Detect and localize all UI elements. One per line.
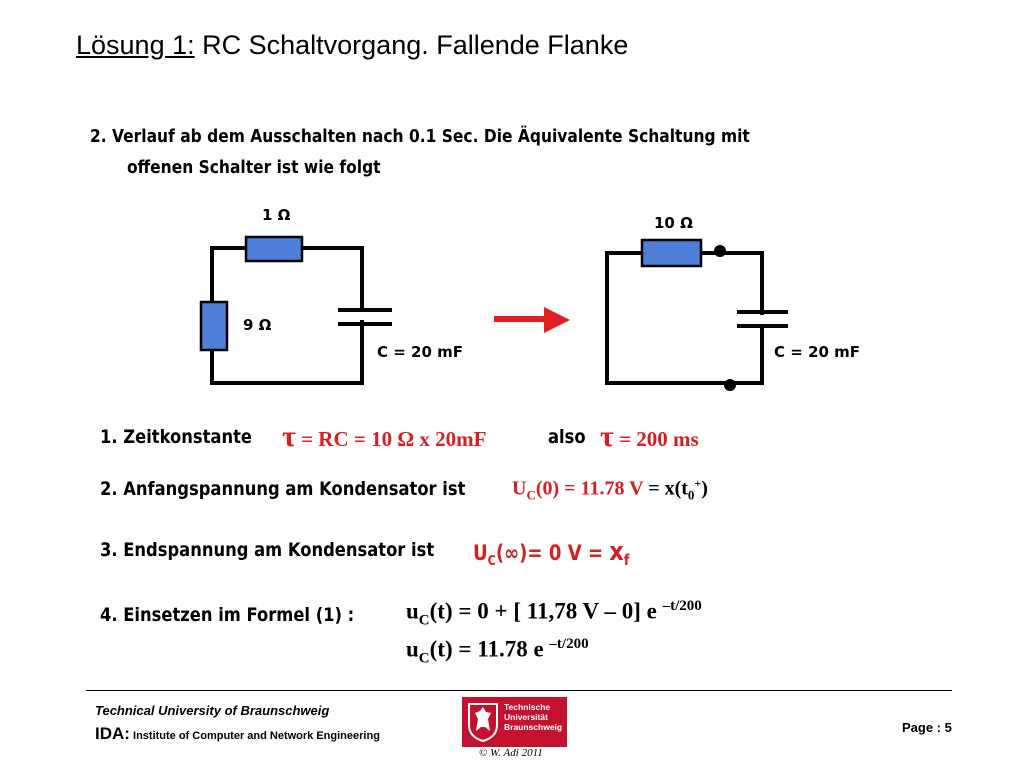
u-subscript: C [418,650,430,667]
initial-voltage: (0) = 11.78 V [535,477,644,500]
wire [210,320,364,385]
logo-line: Technische [504,702,551,712]
tau-symbol: τ [600,420,614,453]
u-symbol: U [512,477,527,500]
page-title: Lösung 1: RC Schaltvorgang. Fallende Fla… [76,30,628,61]
footer-institute: IDA: Institute of Computer and Network E… [95,724,380,744]
item-3-equation: UC(∞)= 0 V = xf [473,537,629,569]
item-4-label: 4. Einsetzen im Formel (1) : [100,604,355,626]
logo-text: Technische Universität Braunschweig [504,702,562,732]
switch-terminal [714,245,726,257]
item-1-also: also [548,426,586,448]
u-symbol: u [406,636,419,662]
exponent: –t/200 [549,636,589,652]
label-r2: 9 Ω [243,316,272,334]
label-cap-right: C = 20 mF [774,343,860,361]
x-initial: = x(t [643,477,688,500]
arrow-right-icon [494,307,570,333]
page-number: Page : 5 [902,720,952,735]
final-voltage: (∞)= 0 V = [495,541,610,565]
tau-formula: = RC = 10 Ω x 20mF [295,427,487,451]
t-subscript: 0 [687,487,695,503]
footer-university: Technical University of Braunschweig [95,703,330,718]
u-symbol: U [473,541,488,565]
switch-terminal [724,379,736,391]
item-1-equation: τ = RC = 10 Ω x 20mF [282,420,486,454]
title-rest: RC Schaltvorgang. Fallende Flanke [194,30,629,60]
wire [605,251,644,385]
header-line-1: 2. Verlauf ab dem Ausschalten nach 0.1 S… [90,126,750,147]
resistor-1-ohm [244,235,304,263]
x-final: x [609,537,624,567]
u-subscript: C [487,554,496,570]
u-subscript: C [526,487,536,503]
wire [210,246,248,307]
equation-body: (t) = 0 + [ 11,78 V – 0] e [429,598,663,624]
item-3-label: 3. Endspannung am Kondensator ist [100,539,435,561]
logo-line: Braunschweig [504,722,563,732]
uc-equation-2: uC(t) = 11.78 e –t/200 [406,636,589,667]
title-lead: Lösung 1: [76,30,195,60]
tau-result: = 200 ms [613,427,699,451]
resistor-10-ohm [640,238,703,268]
equation-body: (t) = 11.78 e [429,636,550,662]
tau-symbol: τ [282,420,296,453]
label-r-right: 10 Ω [654,214,693,232]
exponent: –t/200 [662,598,702,614]
item-1-label: 1. Zeitkonstante [100,426,252,448]
u-symbol: u [406,598,419,624]
resistor-9-ohm [199,300,229,352]
copyright: © W. Adi 2011 [479,747,543,759]
t-superscript: + [694,476,702,490]
wire [728,324,764,385]
x-subscript: f [623,551,630,570]
institute-name: Institute of Computer and Network Engine… [129,730,380,742]
item-2-label: 2. Anfangspannung am Kondensator ist [100,478,466,500]
uc-equation-1: uC(t) = 0 + [ 11,78 V – 0] e –t/200 [406,598,702,629]
u-subscript: C [418,612,430,629]
close-paren: ) [701,477,708,500]
ida-label: IDA: [95,724,130,743]
wire [718,251,764,315]
header-line-2: offenen Schalter ist wie folgt [127,157,381,178]
label-cap-left: C = 20 mF [377,343,463,361]
label-r1: 1 Ω [262,206,291,224]
circuit-open-diagram [605,238,788,391]
item-1-result: τ = 200 ms [600,420,699,454]
wire [300,246,364,312]
footer-divider [86,690,952,691]
lion-crest-icon [468,703,498,743]
item-time-constant: 1. Zeitkonstante [100,426,277,448]
tu-braunschweig-logo: Technische Universität Braunschweig [462,697,567,747]
circuit-closed-diagram [199,235,392,385]
logo-line: Universität [504,712,548,722]
item-2-equation: UC(0) = 11.78 V = x(t0+) [512,476,708,504]
